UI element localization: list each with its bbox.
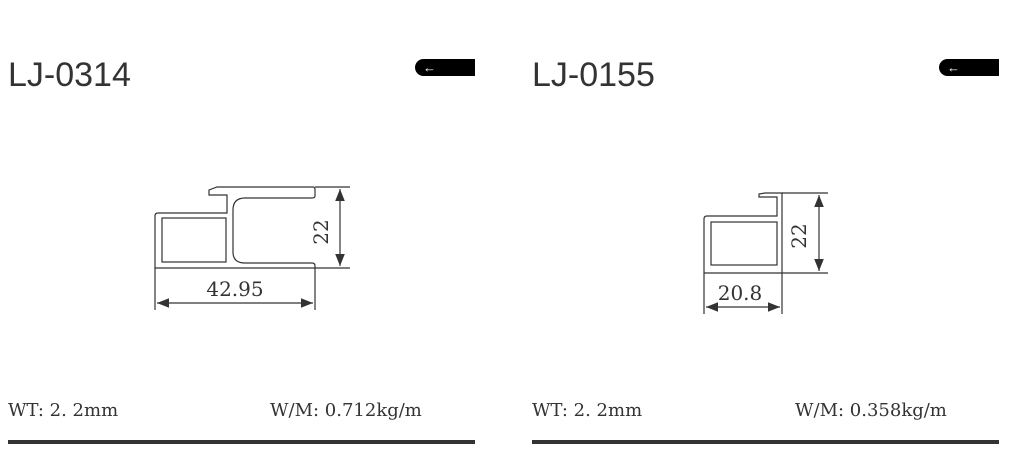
wall-thickness: WT: 2. 2mm bbox=[8, 400, 119, 421]
arrow-left-icon: ← bbox=[947, 60, 960, 75]
product-code: LJ-0314 bbox=[8, 56, 131, 94]
divider bbox=[532, 440, 999, 444]
weight-per-meter: W/M: 0.358kg/m bbox=[795, 400, 947, 421]
profile-lj-0314 bbox=[154, 186, 350, 310]
divider bbox=[8, 440, 475, 444]
profile-lj-0155 bbox=[703, 192, 828, 314]
width-dimension: 42.95 bbox=[206, 277, 263, 301]
weight-per-meter: W/M: 0.712kg/m bbox=[270, 400, 422, 421]
height-dimension: 22 bbox=[309, 219, 333, 244]
back-button[interactable]: ← bbox=[415, 59, 475, 76]
product-code: LJ-0155 bbox=[532, 56, 655, 94]
width-dimension: 20.8 bbox=[718, 281, 763, 305]
back-button[interactable]: ← bbox=[939, 59, 999, 76]
height-dimension: 22 bbox=[787, 223, 811, 248]
arrow-left-icon: ← bbox=[423, 60, 436, 75]
wall-thickness: WT: 2. 2mm bbox=[532, 400, 643, 421]
